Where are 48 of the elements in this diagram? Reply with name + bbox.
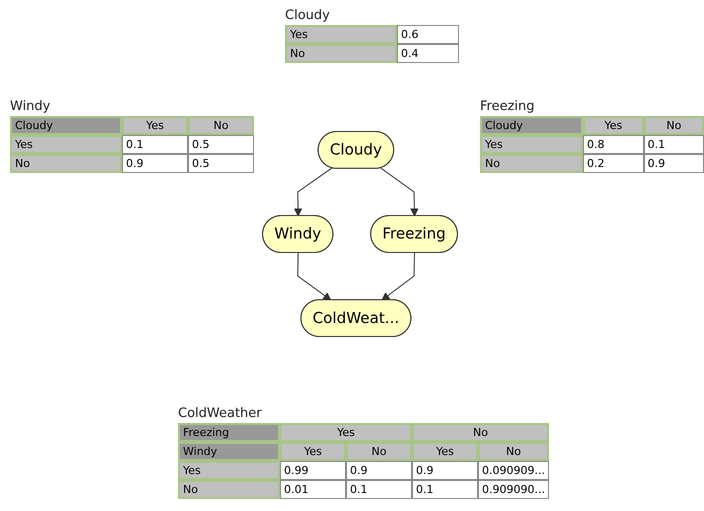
header-cell: No bbox=[412, 423, 549, 442]
header-cell: No bbox=[178, 480, 280, 499]
value-cell: 0.9 bbox=[412, 461, 478, 480]
header-cell: No bbox=[478, 442, 549, 461]
value-cell: 0.6 bbox=[397, 25, 459, 44]
arrow bbox=[380, 168, 419, 216]
value-cell: 0.01 bbox=[280, 480, 346, 499]
table-title: Cloudy bbox=[285, 8, 330, 23]
value-cell: 0.090909... bbox=[478, 461, 549, 480]
header-cell: No bbox=[644, 116, 704, 135]
value-cell: 0.1 bbox=[122, 135, 188, 154]
header-cell: Cloudy bbox=[480, 116, 584, 135]
header-cell: Yes bbox=[480, 135, 584, 154]
header-cell: No bbox=[188, 116, 254, 135]
value-cell: 0.1 bbox=[644, 135, 704, 154]
value-cell: 0.909090... bbox=[478, 480, 549, 499]
header-cell: Freezing bbox=[178, 423, 280, 442]
header-cell: Yes bbox=[10, 135, 122, 154]
table-title: Windy bbox=[10, 99, 50, 114]
value-cell: 0.5 bbox=[188, 154, 254, 173]
value-cell: 0.2 bbox=[583, 154, 644, 173]
header-cell: Yes bbox=[122, 116, 188, 135]
header-cell: Cloudy bbox=[10, 116, 122, 135]
header-cell: Windy bbox=[178, 442, 280, 461]
header-cell: Yes bbox=[280, 442, 346, 461]
value-cell: 0.8 bbox=[583, 135, 644, 154]
arrow bbox=[381, 252, 415, 301]
header-cell: No bbox=[285, 44, 397, 63]
header-cell: No bbox=[10, 154, 122, 173]
table-title: ColdWeather bbox=[178, 406, 262, 421]
value-cell: 0.4 bbox=[397, 44, 459, 63]
header-cell: Yes bbox=[412, 442, 478, 461]
value-cell: 0.5 bbox=[188, 135, 254, 154]
value-cell: 0.9 bbox=[346, 461, 412, 480]
value-cell: 0.1 bbox=[412, 480, 478, 499]
header-cell: No bbox=[346, 442, 412, 461]
table-title: Freezing bbox=[480, 99, 535, 114]
header-cell: Yes bbox=[285, 25, 397, 44]
value-cell: 0.99 bbox=[280, 461, 346, 480]
arrow bbox=[297, 252, 332, 301]
header-cell: Yes bbox=[178, 461, 280, 480]
value-cell: 0.9 bbox=[644, 154, 704, 173]
value-cell: 0.1 bbox=[346, 480, 412, 499]
arrow bbox=[294, 168, 332, 216]
header-cell: No bbox=[480, 154, 584, 173]
value-cell: 0.9 bbox=[122, 154, 188, 173]
header-cell: Yes bbox=[583, 116, 644, 135]
header-cell: Yes bbox=[280, 423, 412, 442]
